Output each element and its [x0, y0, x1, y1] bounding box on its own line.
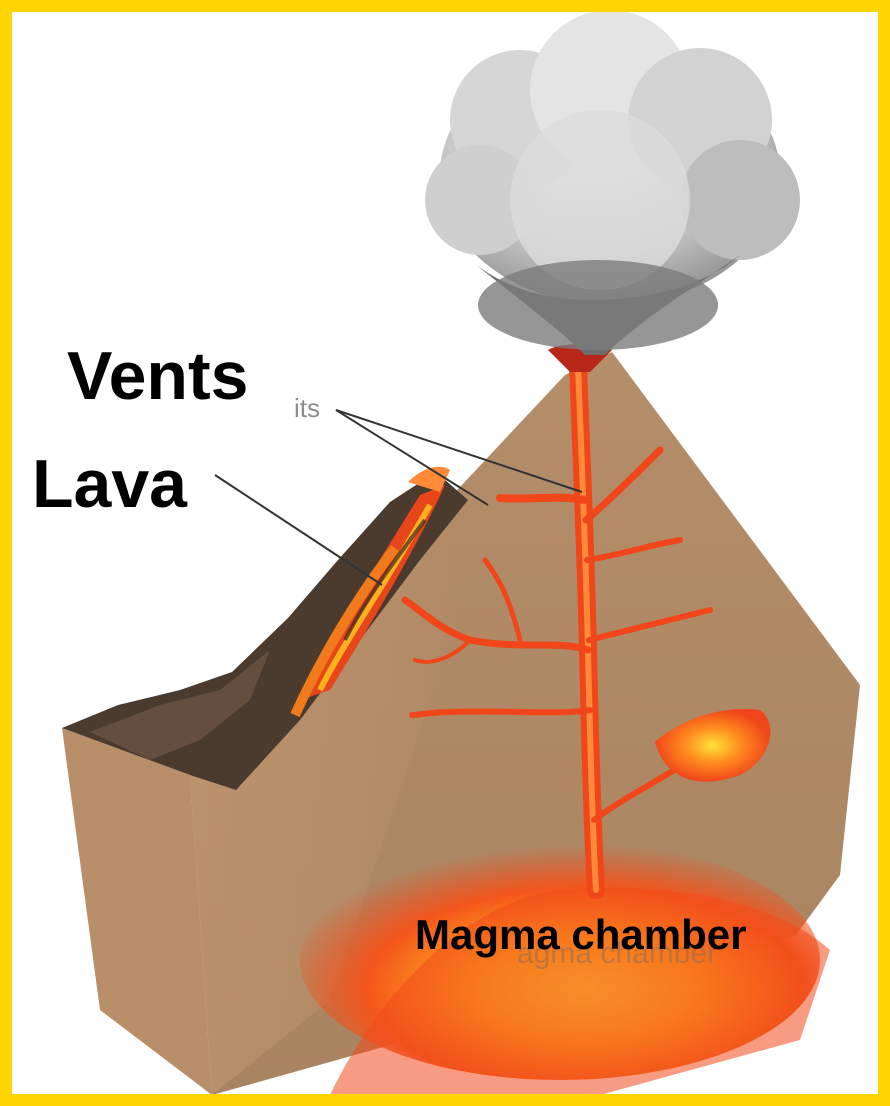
- vents-label: Vents: [67, 342, 248, 410]
- block-left-face: [62, 728, 212, 1095]
- ash-cloud-icon: [425, 10, 800, 355]
- lava-label: Lava: [32, 450, 187, 518]
- faint-vents-text: its: [294, 395, 320, 421]
- lava-leader-line: [215, 475, 382, 585]
- magma-chamber-label: Magma chamber: [415, 914, 746, 956]
